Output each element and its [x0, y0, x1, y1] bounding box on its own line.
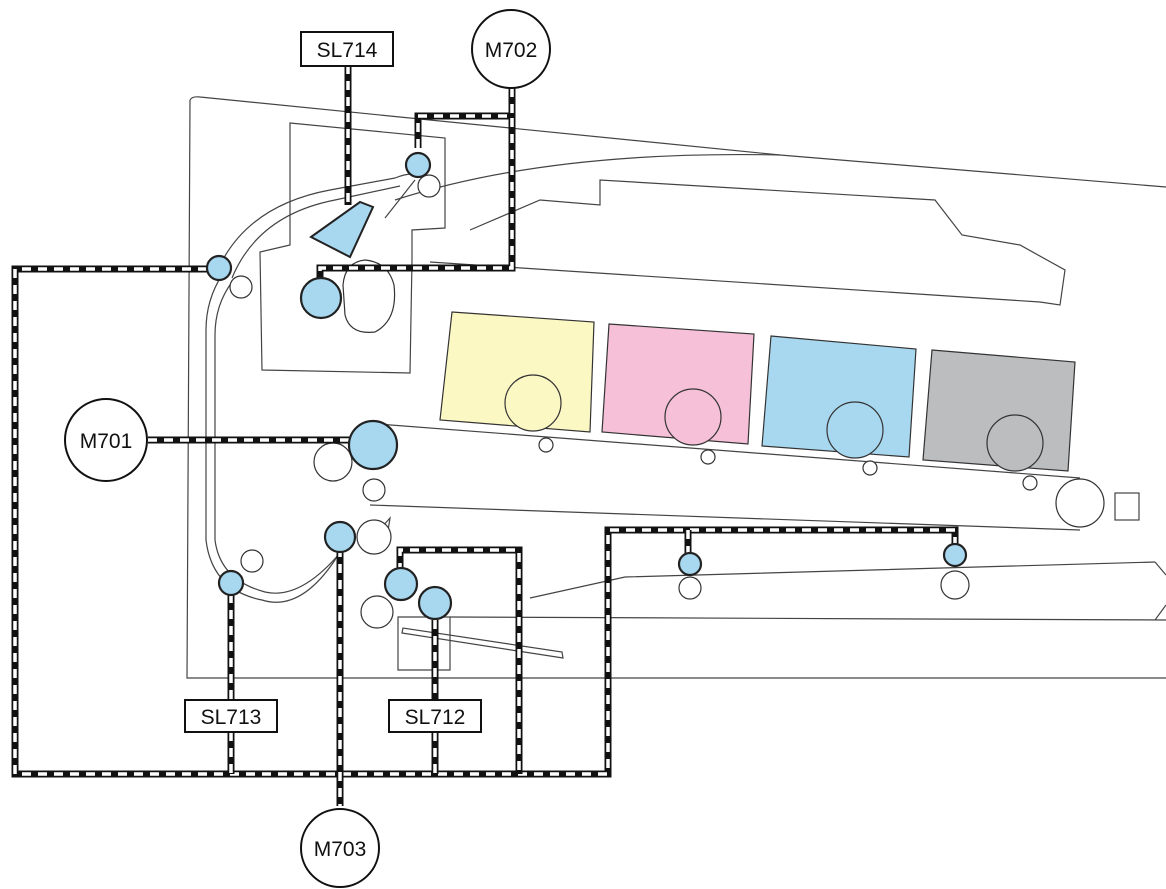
yellow-cartridge [439, 311, 595, 433]
drive-line-m702 [316, 88, 516, 290]
motor-m703: M703 [300, 808, 380, 888]
black-cartridge [922, 349, 1076, 472]
toner-cartridges [439, 311, 1076, 472]
drive-lines [11, 65, 959, 806]
cyan-cartridge [761, 335, 917, 459]
solenoid-sl714: SL714 [300, 31, 394, 67]
magenta-cartridge [601, 323, 755, 446]
motor-m701: M701 [64, 398, 148, 482]
sl713-label: SL713 [201, 706, 262, 729]
solenoid-sl713: SL713 [184, 699, 278, 733]
sl712-label: SL712 [405, 706, 466, 729]
sl714-label: SL714 [317, 39, 378, 62]
drive-line-m703-loop [11, 265, 959, 806]
m702-label: M702 [485, 39, 538, 62]
driven-rollers [205, 151, 968, 621]
m703-label: M703 [314, 838, 367, 861]
idle-rollers [229, 174, 1105, 629]
flapper [309, 200, 375, 259]
m701-label: M701 [80, 430, 133, 453]
printer-outline [186, 96, 1166, 679]
motor-m702: M702 [471, 9, 551, 89]
solenoid-sl712: SL712 [388, 699, 482, 733]
